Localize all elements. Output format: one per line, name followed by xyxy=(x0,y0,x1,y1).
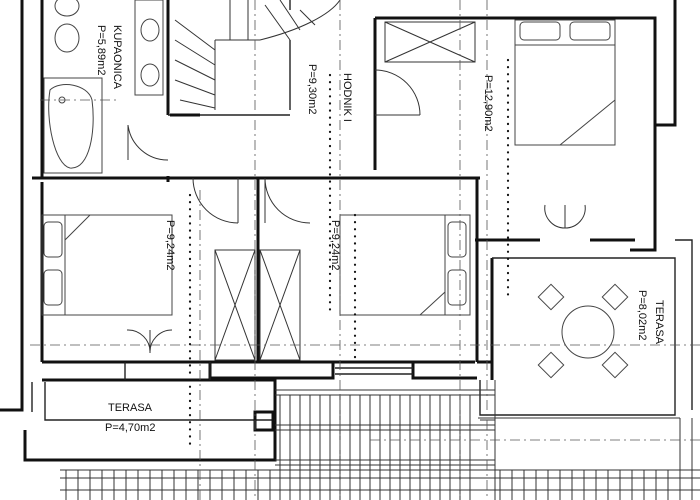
terasa-right-name-label: TERASA xyxy=(653,300,665,345)
terasa-bottom-area-label: P=4,70m2 xyxy=(105,422,155,434)
beds xyxy=(41,19,616,316)
stairs xyxy=(174,0,341,110)
room-labels: KUPAONICA P=5,89m2 HODNIK I P=9,30m2 P=1… xyxy=(95,25,665,434)
terasa-right-area-label: P=8,02m2 xyxy=(636,290,648,340)
bedroom-left-area-label: P=9,24m2 xyxy=(164,220,176,270)
hodnik-area-label: P=9,30m2 xyxy=(306,64,318,114)
bedroom-mid-area-label: P=9,24m2 xyxy=(329,220,341,270)
terrace-right-frame xyxy=(478,239,693,419)
axis-lines xyxy=(30,0,700,500)
kupaonica-name-label: KUPAONICA xyxy=(111,25,123,90)
kupaonica-area-label: P=5,89m2 xyxy=(95,25,107,75)
doors xyxy=(126,21,586,354)
terasa-bottom-name-label: TERASA xyxy=(108,402,153,414)
railings-bottom xyxy=(60,380,700,500)
bedroom-right-area-label: P=12,90m2 xyxy=(482,75,494,132)
hodnik-name-label: HODNIK I xyxy=(341,73,353,122)
bathroom-fixtures xyxy=(43,0,164,174)
area-markers xyxy=(188,58,510,452)
terrace-table xyxy=(537,283,629,379)
